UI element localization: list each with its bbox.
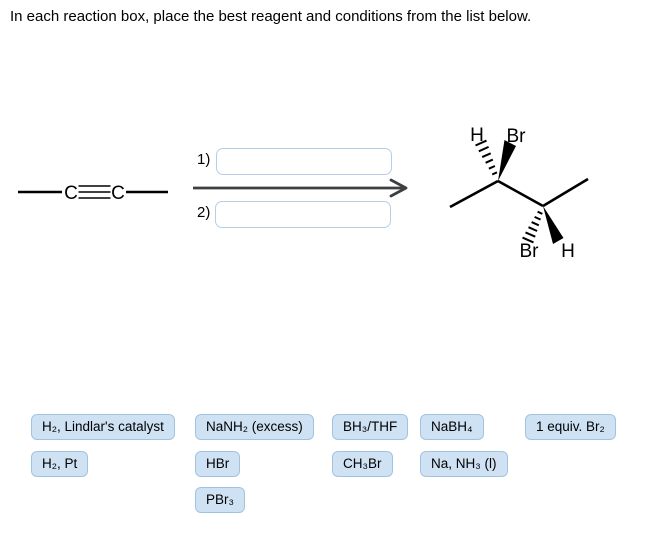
reagent-chip-pbr3[interactable]: PBr₃ [195, 487, 246, 513]
reagent-chip-nabh4[interactable]: NaBH₄ [420, 414, 484, 440]
reagent-chip-ch3br[interactable]: CH₃Br [332, 451, 393, 477]
product-structure: H Br Br H [449, 125, 589, 262]
reagent-chip-hbr[interactable]: HBr [195, 451, 241, 477]
hydrogen-atom-label: H [561, 241, 575, 262]
carbon-atom-label: C [64, 183, 78, 204]
step-1-input[interactable] [216, 148, 392, 175]
hash-bond-c2-h [475, 139, 498, 176]
reaction-arrow [193, 178, 408, 198]
reagent-chip-nanh2-excess[interactable]: NaNH₂ (excess) [195, 414, 314, 440]
carbon-atom-label: C [111, 183, 125, 204]
reactant-structure: C C [18, 183, 168, 204]
wedge-bond-c3-h [543, 206, 564, 244]
arrow-head [389, 178, 408, 198]
question-prompt: In each reaction box, place the best rea… [10, 8, 532, 25]
bromine-atom-label: Br [520, 241, 540, 262]
bond-c2-c3 [497, 179, 544, 208]
reagent-chip-bh3-thf[interactable]: BH₃/THF [332, 414, 409, 440]
reagent-chip-h2-pt[interactable]: H₂, Pt [31, 451, 89, 477]
reagent-chip-1equiv-br2[interactable]: 1 equiv. Br₂ [525, 414, 616, 440]
reagent-chip-na-nh3[interactable]: Na, NH₃ (l) [420, 451, 508, 477]
wedge-bond-c2-br [498, 140, 516, 181]
step-2-label: 2) [197, 204, 211, 221]
step-1-label: 1) [197, 151, 211, 168]
reagent-chip-h2-lindlar[interactable]: H₂, Lindlar's catalyst [31, 414, 175, 440]
bond-c3-methyl [542, 177, 589, 208]
hash-bond-c3-br [522, 210, 543, 244]
hydrogen-atom-label: H [470, 125, 484, 146]
step-2-input[interactable] [215, 201, 391, 228]
bond-c2-methyl [449, 179, 499, 209]
bromine-atom-label: Br [507, 126, 527, 147]
